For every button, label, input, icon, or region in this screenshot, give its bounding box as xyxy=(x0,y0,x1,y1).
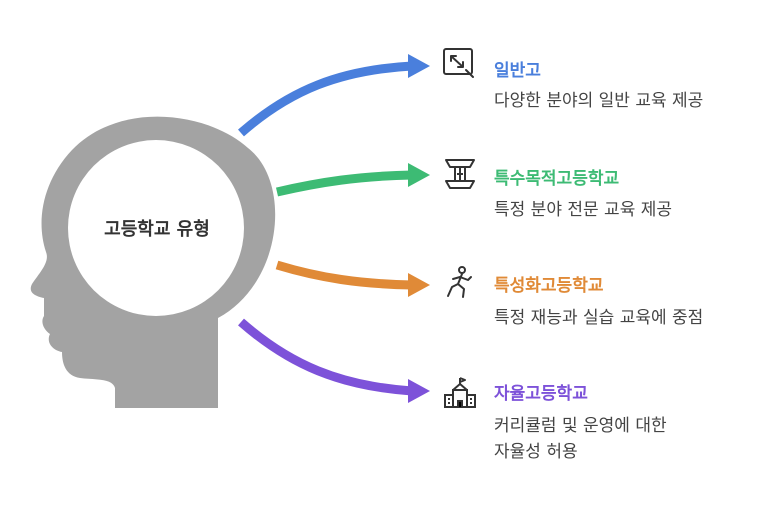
arrow-general-head xyxy=(408,54,430,78)
item-title-special-purpose: 특수목적고등학교 xyxy=(494,164,619,189)
monument-icon xyxy=(443,157,477,191)
arrow-general xyxy=(241,66,412,133)
item-title-specialized: 특성화고등학교 xyxy=(494,271,603,296)
item-desc-autonomous-line-2: 자율성 허용 xyxy=(494,439,578,465)
item-desc-special-purpose: 특정 분야 전문 교육 제공 xyxy=(494,197,672,223)
arrow-autonomous xyxy=(241,322,412,391)
item-desc-specialized: 특정 재능과 실습 교육에 중점 xyxy=(494,305,703,331)
arrow-special-purpose-head xyxy=(408,163,430,187)
arrow-specialized-head xyxy=(408,273,430,297)
item-desc-autonomous-line-1: 커리큘럼 및 운영에 대한 xyxy=(494,413,667,439)
item-desc-general: 다양한 분야의 일반 교육 제공 xyxy=(494,88,703,114)
center-label: 고등학교 유형 xyxy=(62,215,252,241)
arrow-special-purpose xyxy=(277,175,412,192)
resize-arrows-icon xyxy=(442,46,476,80)
item-title-autonomous: 자율고등학교 xyxy=(494,379,588,404)
arrow-autonomous-head xyxy=(408,379,430,403)
item-title-general: 일반고 xyxy=(494,56,541,81)
person-exercise-icon xyxy=(443,265,477,299)
arrow-specialized xyxy=(277,265,412,285)
school-building-icon xyxy=(443,376,477,410)
